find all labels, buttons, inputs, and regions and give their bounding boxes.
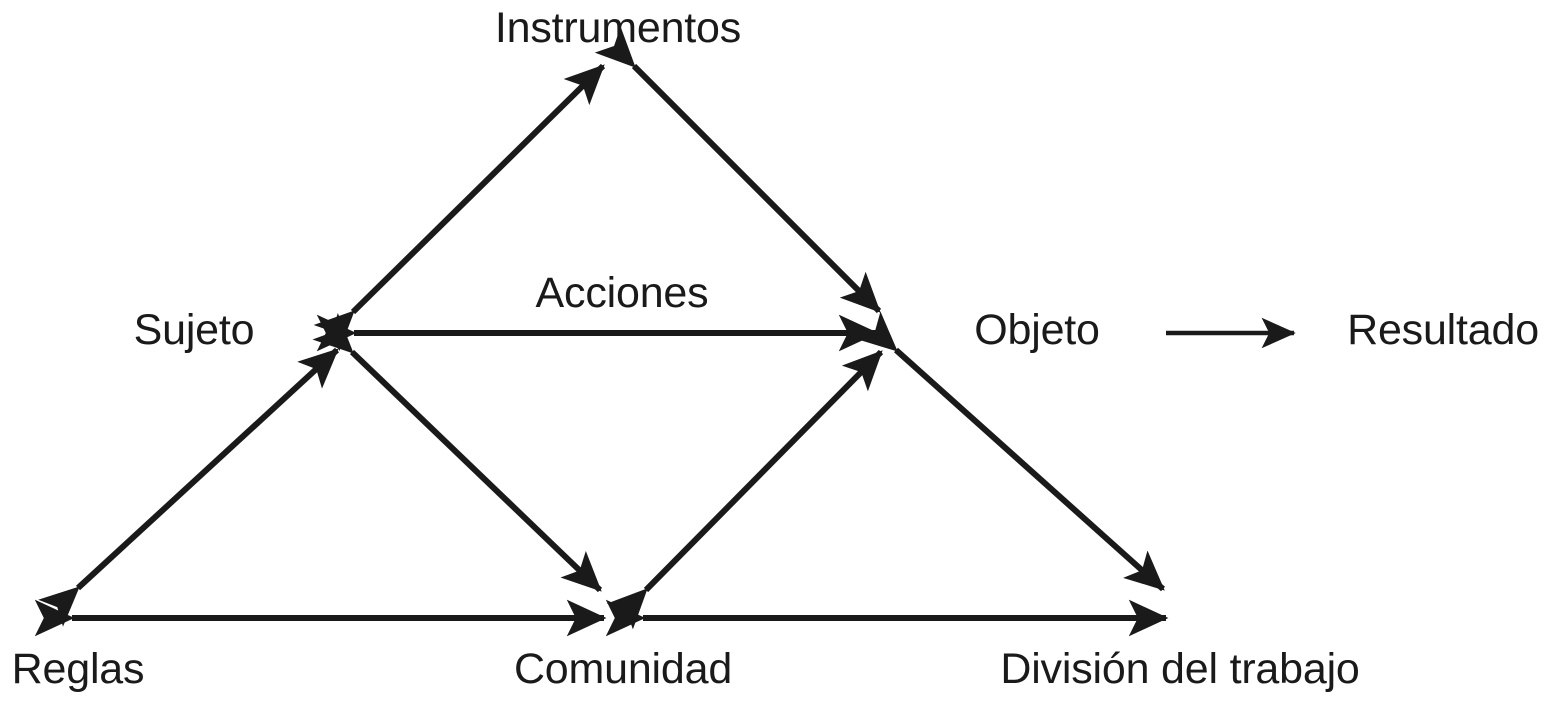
edge-reglas-sujeto	[38, 347, 340, 627]
edge-sujeto-comunidad	[312, 313, 603, 593]
node-label-objeto: Objeto	[974, 306, 1100, 354]
edge-comunidad-objeto	[606, 349, 884, 630]
edge-label-acciones: Acciones	[535, 269, 709, 317]
node-label-sujeto: Sujeto	[133, 306, 255, 354]
node-label-instrumentos: Instrumentos	[494, 4, 742, 52]
node-label-comunidad: Comunidad	[513, 645, 733, 693]
edge-sujeto-instrumentos	[313, 63, 606, 352]
edge-objeto-division	[856, 311, 1166, 592]
edge-instrumentos-objeto	[594, 26, 882, 314]
node-label-reglas: Reglas	[11, 645, 145, 693]
node-label-resultado: Resultado	[1347, 306, 1539, 354]
node-label-division: División del trabajo	[1000, 645, 1360, 693]
